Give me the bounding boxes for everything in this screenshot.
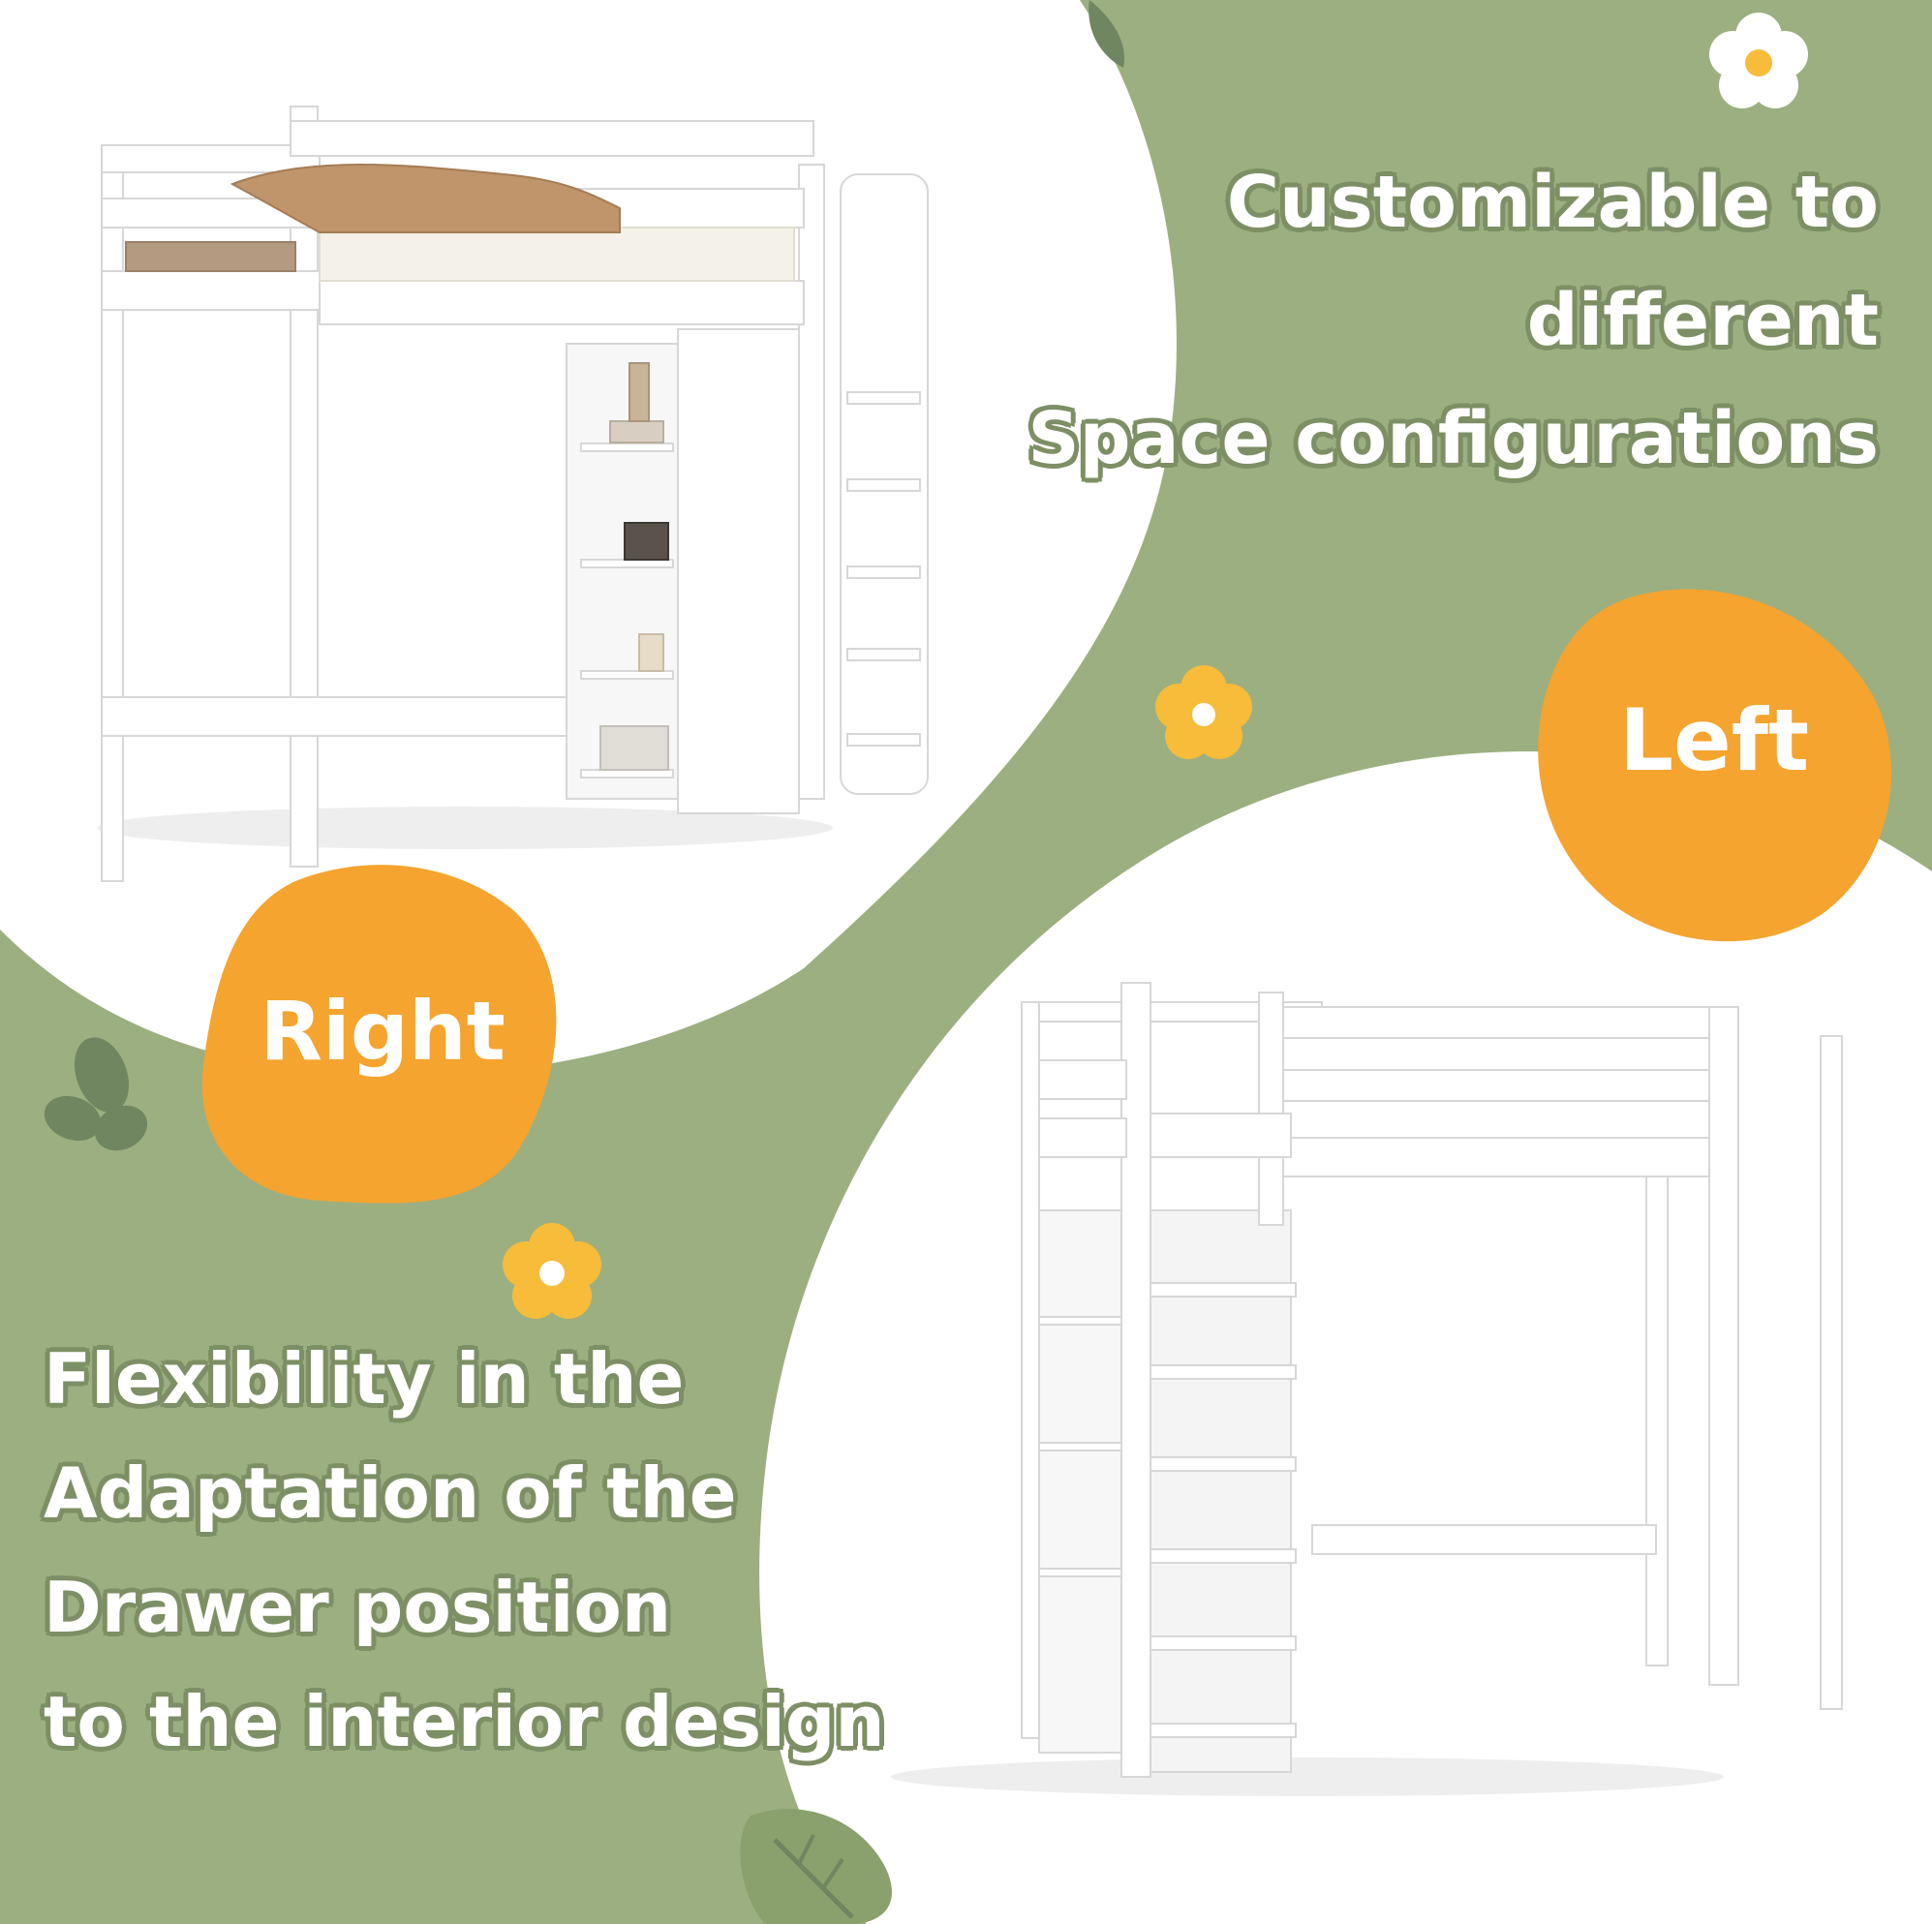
- bottom-heading-line-3: Drawer position: [44, 1567, 672, 1648]
- top-heading: Customizable to different Space configur…: [1027, 143, 1879, 498]
- loft-bed-right-config: [97, 106, 929, 882]
- right-label: Right: [260, 984, 506, 1079]
- bottom-heading-line-4: to the interior design: [44, 1681, 885, 1762]
- left-label-blob: [1538, 589, 1892, 942]
- flower-icon: [1709, 13, 1808, 108]
- flower-icon: [1155, 665, 1252, 759]
- left-label: Left: [1618, 690, 1810, 790]
- top-heading-line-1: Customizable to: [1226, 161, 1879, 244]
- top-heading-line-3: Space configurations: [1027, 397, 1879, 480]
- bottom-heading-line-1: Flexibility in the: [44, 1338, 685, 1420]
- right-label-blob: [201, 865, 557, 1204]
- loft-bed-left-config: [891, 982, 1843, 1796]
- flower-icon: [503, 1223, 601, 1319]
- leaf-icon: [740, 1809, 892, 1924]
- top-heading-line-2: different: [1526, 279, 1879, 362]
- leaf-icon: [1089, 0, 1124, 68]
- bottom-heading-line-2: Adaptation of the: [44, 1452, 737, 1534]
- leaf-icon: [44, 1037, 148, 1151]
- bottom-heading: Flexibility in the Adaptation of the Dra…: [44, 1322, 885, 1779]
